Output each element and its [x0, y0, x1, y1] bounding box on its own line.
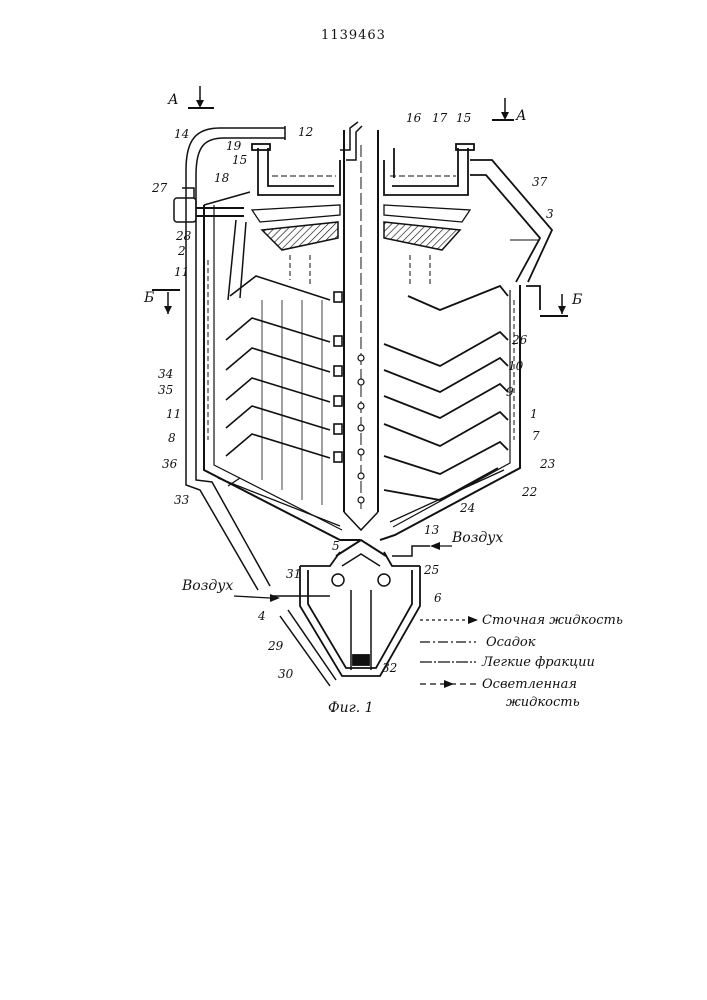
- inclined-plates-left: [226, 276, 342, 505]
- label-15a: 15: [232, 153, 247, 167]
- legend-light-fractions: Легкие фракции: [420, 655, 595, 670]
- legend-wastewater: Сточная жидкость: [420, 613, 623, 628]
- label-15b: 15: [456, 111, 471, 125]
- label-36: 36: [162, 457, 178, 471]
- label-23: 23: [539, 457, 556, 471]
- filter-cone-right: [384, 205, 470, 250]
- label-30: 30: [278, 667, 294, 681]
- svg-text:жидкость: жидкость: [506, 695, 580, 710]
- filter-cone-left: [252, 205, 340, 250]
- label-2: 2: [177, 244, 186, 258]
- section-mark-a-left: А: [167, 86, 214, 108]
- svg-text:Б: Б: [571, 292, 582, 308]
- bottom-hopper: [300, 540, 420, 676]
- label-5: 5: [332, 539, 340, 553]
- label-11b: 11: [166, 407, 181, 421]
- label-16: 16: [406, 111, 422, 125]
- inclined-plates-right: [384, 286, 508, 500]
- label-24: 24: [459, 501, 475, 515]
- top-trough-left: [252, 144, 340, 195]
- section-mark-a-right: А: [492, 98, 527, 124]
- label-32: 32: [382, 661, 397, 675]
- air-arrow-right: [430, 542, 452, 550]
- svg-text:Сточная жидкость: Сточная жидкость: [482, 613, 623, 628]
- label-26: 26: [511, 333, 528, 347]
- label-8: 8: [168, 431, 176, 445]
- label-18: 18: [214, 171, 230, 185]
- label-1: 1: [530, 407, 538, 421]
- label-10: 10: [508, 359, 524, 373]
- svg-text:Б: Б: [143, 290, 154, 306]
- label-11a: 11: [174, 265, 189, 279]
- label-28: 28: [175, 229, 192, 243]
- label-19: 19: [226, 139, 242, 153]
- tank-body: [204, 192, 520, 540]
- label-25: 25: [423, 563, 439, 577]
- central-column: [344, 130, 378, 530]
- label-37: 37: [532, 175, 548, 189]
- section-mark-b-right: Б: [540, 292, 582, 316]
- label-6: 6: [434, 591, 442, 605]
- svg-text:Легкие фракции: Легкие фракции: [481, 655, 595, 670]
- label-12: 12: [298, 125, 313, 139]
- section-mark-b-left: Б: [143, 290, 180, 314]
- svg-text:А: А: [167, 92, 179, 108]
- label-27: 27: [151, 181, 168, 195]
- label-31: 31: [286, 567, 301, 581]
- reference-numerals: 12 14 19 15 18 27 28 2 11 16 17 15 37 3 …: [151, 111, 556, 681]
- legend: Сточная жидкость Осадок Легкие фракции О…: [420, 613, 623, 710]
- air-arrow-left: [234, 594, 280, 602]
- label-33: 33: [174, 493, 190, 507]
- label-35: 35: [158, 383, 173, 397]
- label-3: 3: [546, 207, 554, 221]
- label-34: 34: [158, 367, 173, 381]
- svg-text:А: А: [515, 108, 527, 124]
- label-29: 29: [267, 639, 284, 653]
- air-label-right: Воздух: [451, 530, 503, 546]
- top-trough-right: [384, 144, 474, 195]
- label-4: 4: [257, 609, 266, 623]
- legend-clarified: Осветленная жидкость: [420, 677, 580, 710]
- label-9: 9: [506, 385, 514, 399]
- svg-text:Осадок: Осадок: [486, 635, 536, 650]
- label-17: 17: [432, 111, 448, 125]
- legend-sludge: Осадок: [420, 635, 536, 650]
- label-22: 22: [521, 485, 537, 499]
- svg-text:Осветленная: Осветленная: [482, 677, 577, 692]
- label-7: 7: [532, 429, 540, 443]
- label-14: 14: [174, 127, 189, 141]
- figure-caption: Фиг. 1: [328, 700, 374, 716]
- air-label-left: Воздух: [181, 578, 233, 594]
- label-13: 13: [424, 523, 440, 537]
